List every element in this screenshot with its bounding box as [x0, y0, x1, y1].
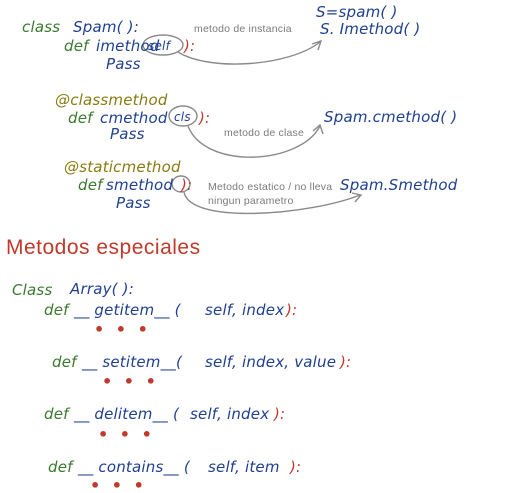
instance-method-note: metodo de instancia	[194, 23, 292, 35]
smethod-name: smethod	[106, 176, 174, 194]
class-keyword: class	[22, 18, 61, 36]
delitem-name: __ delitem__ (	[74, 405, 179, 423]
def-keyword-contains: def	[48, 458, 73, 476]
smethod-body: Pass	[116, 194, 151, 212]
staticmethod-arrow-curve	[183, 191, 361, 215]
classmethod-arrow-curve	[187, 125, 321, 158]
special-methods-title: Metodos especiales	[6, 236, 201, 259]
cls-param-circle	[168, 105, 198, 127]
instance-method-call: S. Imethod( )	[320, 20, 421, 38]
instance-arrow-curve	[177, 41, 321, 65]
instance-arrow-head	[311, 39, 323, 51]
classmethod-decorator: @classmethod	[55, 91, 168, 109]
smethod-suffix: ):	[181, 176, 193, 194]
cmethod-name: cmethod	[100, 109, 168, 127]
def-keyword-setitem: def	[52, 353, 77, 371]
def-keyword-smethod: def	[78, 176, 103, 194]
getitem-ellipsis: • • •	[94, 320, 151, 339]
staticmethod-note-line1: Metodo estatico / no lleva	[208, 181, 333, 193]
cmethod-body: Pass	[110, 125, 145, 143]
setitem-params: self, index, value	[205, 353, 337, 371]
getitem-params: self, index	[205, 301, 285, 319]
staticmethod-call: Spam.Smethod	[340, 176, 458, 194]
getitem-suffix: ):	[286, 301, 298, 319]
setitem-name: __ setitem__(	[82, 353, 183, 371]
setitem-ellipsis: • • •	[102, 372, 159, 391]
contains-ellipsis: • • •	[90, 476, 147, 493]
self-param: self	[148, 39, 170, 53]
imethod-name: imethod	[96, 37, 160, 55]
instance-assign-call: S=spam( )	[316, 3, 398, 21]
contains-suffix: ):	[290, 458, 302, 476]
def-keyword-cmethod: def	[68, 109, 93, 127]
imethod-suffix: ):	[184, 37, 196, 55]
staticmethod-decorator: @staticmethod	[64, 158, 181, 176]
array-class-keyword: Class	[12, 281, 53, 299]
imethod-body: Pass	[106, 55, 141, 73]
staticmethod-arrow-head	[351, 192, 363, 203]
delitem-params: self, index	[190, 405, 270, 423]
array-class-name: Array( ):	[70, 280, 134, 298]
classmethod-arrow-head	[312, 123, 324, 135]
delitem-ellipsis: • • •	[98, 425, 155, 444]
empty-param-circle	[171, 175, 191, 193]
def-keyword-imethod: def	[64, 37, 89, 55]
self-param-circle	[142, 34, 184, 56]
cls-param: cls	[174, 110, 191, 124]
getitem-name: __ getitem__ (	[74, 301, 181, 319]
delitem-suffix: ):	[274, 405, 286, 423]
contains-params: self, item	[208, 458, 280, 476]
classmethod-call: Spam.cmethod( )	[324, 108, 458, 126]
def-keyword-getitem: def	[44, 301, 69, 319]
cmethod-suffix: ):	[199, 109, 211, 127]
classmethod-note: metodo de clase	[224, 127, 305, 139]
contains-name: __ contains__ (	[78, 458, 190, 476]
staticmethod-note-line2: ningun parametro	[208, 195, 294, 207]
class-name-spam: Spam( ):	[73, 18, 139, 36]
setitem-suffix: ):	[340, 353, 352, 371]
def-keyword-delitem: def	[44, 405, 69, 423]
